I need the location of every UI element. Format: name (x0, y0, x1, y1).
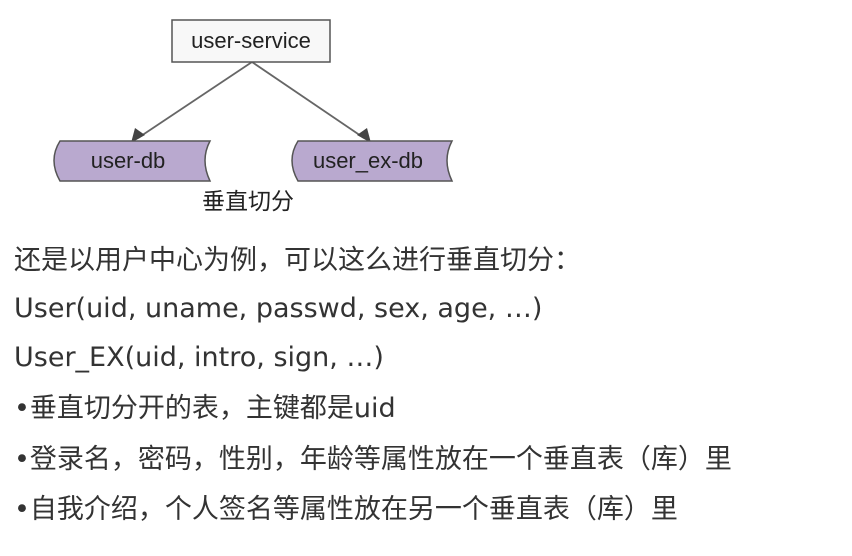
user-service-label: user-service (191, 28, 311, 53)
user-ex-db-node: user_ex-db (291, 140, 454, 182)
intro-line: 还是以用户中心为例，可以这么进行垂直切分： (14, 245, 581, 276)
user-ex-db-label: user_ex-db (313, 148, 423, 173)
diagram-caption: 垂直切分 (202, 189, 294, 215)
bullet-primary-key: •垂直切分开的表，主键都是uid (14, 393, 396, 424)
user-service-node: user-service (171, 19, 331, 63)
bullet-intro-attributes: •自我介绍，个人签名等属性放在另一个垂直表（库）里 (14, 494, 678, 525)
user-db-node: user-db (53, 140, 212, 182)
arrowhead-user-db (131, 128, 145, 143)
user-table-schema: User(uid, uname, passwd, sex, age, …) (14, 293, 543, 324)
user-ex-table-schema: User_EX(uid, intro, sign, …) (14, 342, 384, 373)
edge-root-to-user-ex-db (251, 61, 365, 139)
vertical-split-diagram: user-service user-db user_ex-db 垂直切分 (53, 19, 454, 215)
user-db-label: user-db (91, 148, 166, 173)
bullet-login-attributes: •登录名，密码，性别，年龄等属性放在一个垂直表（库）里 (14, 444, 732, 475)
arrowhead-user-ex-db (357, 128, 371, 143)
edge-root-to-user-db (137, 61, 253, 139)
